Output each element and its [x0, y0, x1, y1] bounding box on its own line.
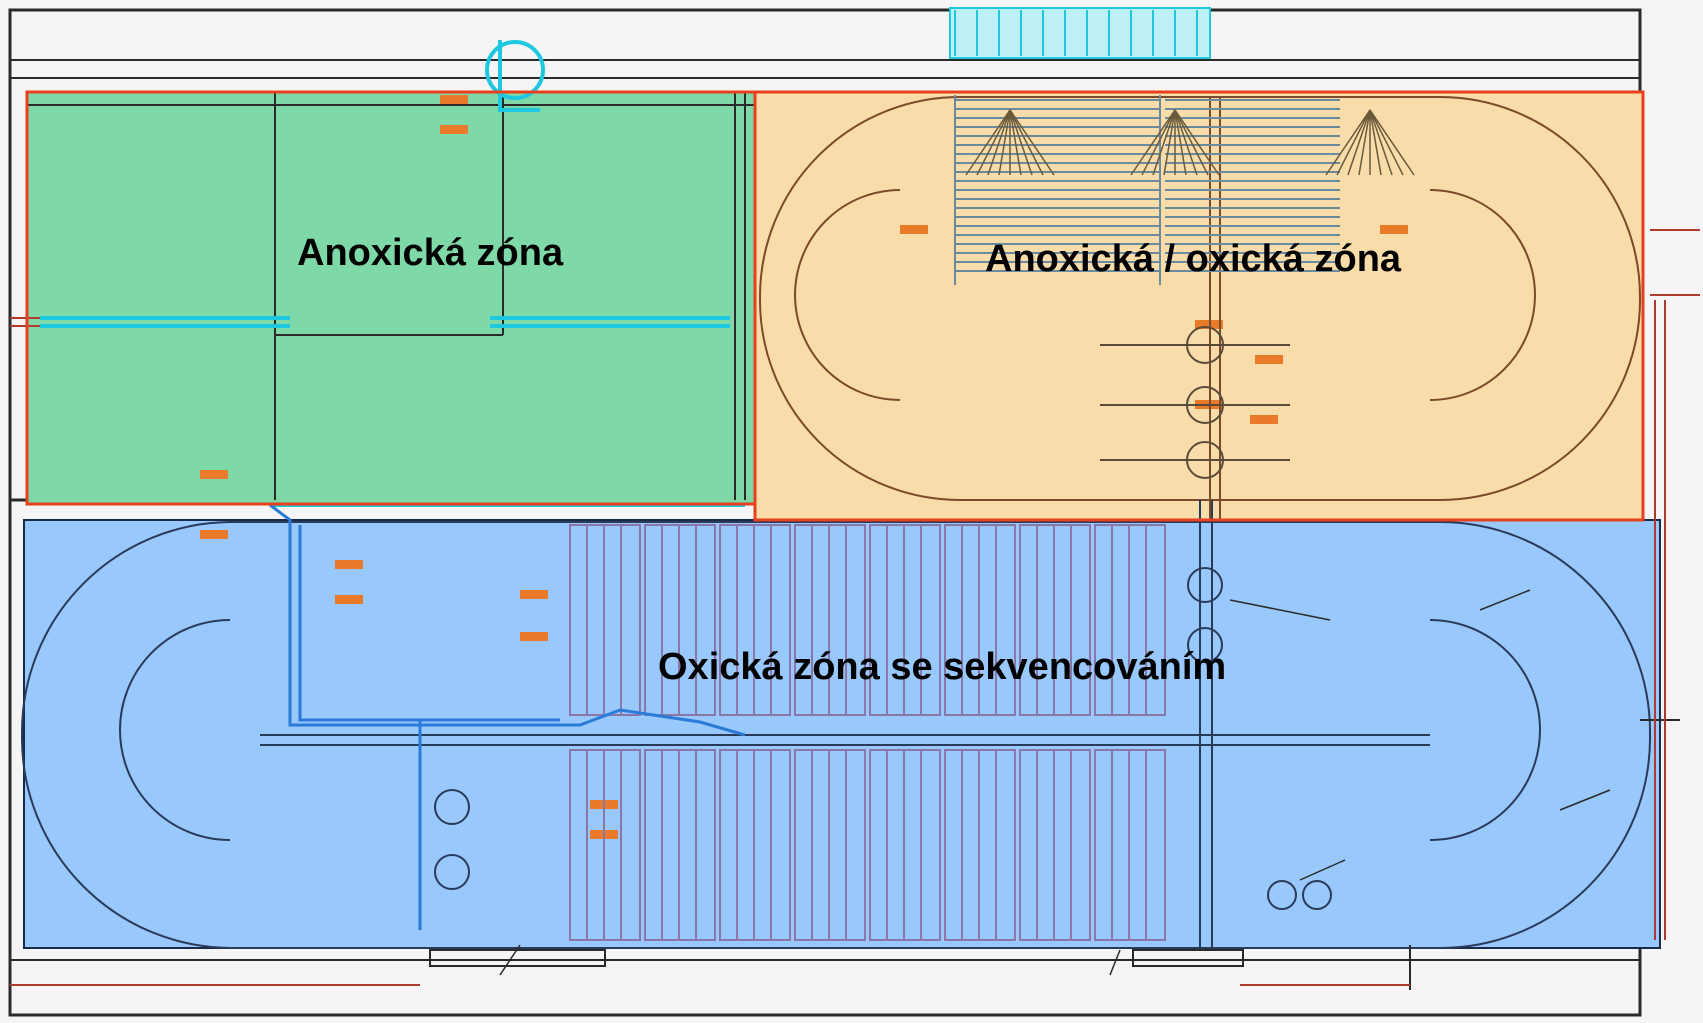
fan-ray	[1141, 109, 1176, 176]
fan-ray	[1369, 109, 1393, 176]
cyan-strip-grid	[954, 10, 1198, 56]
callout-leader	[1299, 859, 1346, 881]
oxic-mixers	[434, 567, 1332, 910]
callout-leader	[1559, 789, 1611, 811]
fan-ray	[1009, 109, 1044, 176]
oxic-zone-label: Oxická zóna se sekvencováním	[658, 646, 1227, 688]
drawing-callouts	[499, 589, 1611, 976]
fan-ray	[1369, 109, 1415, 176]
anoxic-oxic-zone-label: Anoxická / oxická zóna	[985, 238, 1402, 280]
fan-ray	[965, 109, 1011, 176]
oxic-blue-pipes	[269, 503, 746, 930]
equipment-tag	[200, 530, 228, 539]
callout-leader	[499, 944, 521, 976]
oxic-diffuser-grid	[569, 524, 1166, 941]
fan-ray	[1358, 109, 1371, 176]
fan-ray	[1009, 109, 1055, 176]
red-pipe-lines	[10, 229, 1700, 986]
equipment-tag	[1380, 225, 1408, 234]
fan-ray	[1152, 109, 1176, 176]
anoxic-oxic-mixers	[1100, 326, 1290, 479]
anoxic-zone-walls	[27, 92, 755, 500]
equipment-tag	[900, 225, 928, 234]
callout-leader	[1229, 599, 1331, 621]
equipment-tag	[200, 470, 228, 479]
equipment-tag	[335, 560, 363, 569]
equipment-tag	[440, 125, 468, 134]
anoxic-oxic-zone-border	[753, 90, 1645, 522]
fan-ray	[1174, 109, 1220, 176]
fan-ray	[1347, 109, 1371, 176]
equipment-tag	[440, 95, 468, 104]
fan-ray	[1174, 109, 1209, 176]
fan-ray	[1130, 109, 1176, 176]
fan-ray	[1369, 109, 1382, 176]
equipment-tag	[1255, 355, 1283, 364]
fan-ray	[998, 109, 1011, 176]
fan-ray	[1174, 109, 1187, 176]
equipment-tag	[520, 590, 548, 599]
fan-ray	[1009, 109, 1022, 176]
anoxic-oxic-racetrack	[759, 96, 1641, 520]
fan-ray	[1336, 109, 1371, 176]
anoxic-zone	[25, 90, 757, 506]
anoxic-zone-label: Anoxická zóna	[297, 232, 564, 274]
fan-ray	[987, 109, 1011, 176]
anoxic-oxic-aerator-fans	[965, 109, 1415, 176]
oxic-racetrack	[21, 500, 1651, 950]
callout-leader	[1479, 589, 1531, 611]
callout-leader	[1109, 949, 1121, 976]
equipment-tag	[335, 595, 363, 604]
equipment-tag	[1250, 415, 1278, 424]
fan-ray	[1174, 109, 1198, 176]
fan-ray	[1369, 109, 1404, 176]
fan-ray	[1009, 109, 1033, 176]
fan-ray	[1163, 109, 1176, 176]
cyan-diffuser-strip	[949, 7, 1211, 59]
fan-ray	[1325, 109, 1371, 176]
equipment-tag	[520, 632, 548, 641]
anoxic-oxic-diffuser-grid	[954, 95, 1340, 285]
fan-ray	[976, 109, 1011, 176]
